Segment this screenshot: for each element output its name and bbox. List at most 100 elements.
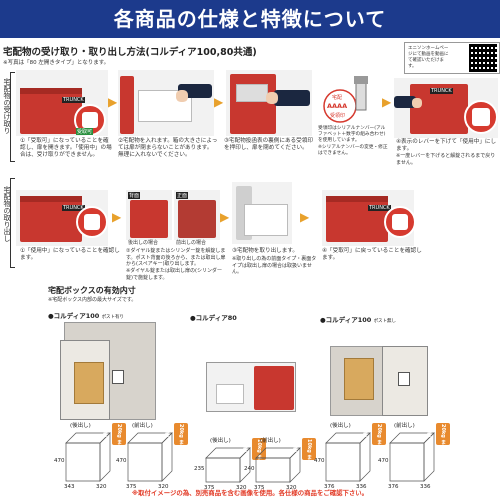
stamp-label: 宅配 [332,95,343,101]
dimension-cube-icon [389,432,435,482]
weight-limit-badge: 20kg まで [102,423,126,445]
dimension-cube-icon [127,432,173,482]
mailbox-open-door [230,74,276,134]
hand-icon [266,92,278,104]
dim-height: 240 [244,466,255,472]
mailbox-red [120,76,134,134]
front-caption: 前出しの場合 [176,240,207,246]
tag-back: 背面 [128,192,141,199]
receive-step1-image: TRUNCK 受取可 [16,70,108,136]
receive-step3-caption: ③宅配物投函表の裏側にある受領印を押印し、扉を閉めてください。 [224,138,313,151]
model-label-1: ●コルディア100 ポスト有り [48,312,125,320]
dim-caption: (後出し) [330,423,351,429]
dim-caption: (後出し) [70,423,91,429]
arrow-icon: ▶ [300,210,310,224]
dim-width: 343 [64,484,75,490]
arrow-icon: ▶ [214,95,224,109]
weight-limit-badge: 20kg まで [164,423,188,445]
stamp-image: 宅配 AAAA 受領印 [318,74,378,128]
model-label-3: ●コルディア100 ポスト無し [320,316,397,324]
arrow-icon: ▶ [108,95,118,109]
receive-step3-image [226,70,312,136]
receive-serial-note: 受領印はシリアルナンバー(アルファベット＋数字の組み合わせ)を使用しています。 [318,126,386,143]
dim-depth: 320 [236,485,247,491]
status-badge-icon [464,100,498,134]
arrow-icon: ▶ [220,210,230,224]
dim-caption: (前出し) [132,423,153,429]
status-badge-icon [76,206,108,238]
mailbox-lid [326,196,388,202]
status-badge: 受取可 [76,128,94,135]
dimension-cube-icon [65,432,111,482]
section-title-usage: 宅配物の受け取り・取り出し方法(コルディア100,80共通) [3,47,257,58]
mailbox-front [178,200,216,238]
retrieve-brace [10,178,15,268]
back-caption: 後出しの場合 [128,240,159,246]
dim-caption: (前出し) [394,423,415,429]
page-title: 各商品の仕様と特徴について [0,0,500,38]
receive-serial-note2: ※シリアルナンバーの変更・修正はできません。 [318,145,388,156]
retrieve-step3-note: ※取り出しの為の前面タイプ・裏面タイプは取出し扉の場合は取扱いません。 [232,256,317,275]
dim-height: 235 [194,466,205,472]
stamp-icon [323,76,368,123]
dim-width: 375 [204,485,215,491]
dim-height: 470 [116,458,127,464]
keypad-icon [398,372,410,386]
dim-height: 470 [378,458,389,464]
weight-limit-badge: 10kg まで [292,438,316,460]
cardboard-box-icon [74,362,104,404]
retrieve-step4-caption: ④「受取可」に戻っていることを確認します。 [322,248,422,261]
retrieve-step2-note: ※ダイヤル錠または取出し扉の(シリンダー錠)で施錠します。 [126,268,222,281]
retrieve-back-image: 背面 [126,190,172,240]
dim-depth: 336 [420,484,431,490]
qr-code-icon [469,44,497,72]
package-icon [244,204,288,236]
dimension-cube-icon [205,447,251,483]
model-label-2: ●コルディア80 [190,314,237,322]
mailbox-red [20,196,82,242]
dim-width: 376 [388,484,399,490]
mailbox-lid [20,88,82,94]
receive-brace [10,72,15,162]
box-section-note: ※宅配ボックス内部の最大サイズです。 [48,297,137,303]
mailbox-tag: TRUNCK [62,205,85,211]
qr-panel[interactable]: エニソンホームページにて動画を動画にて確認いただけます。 [404,42,500,74]
dim-height: 470 [54,458,65,464]
receive-label: 宅配物の受け取り [3,78,11,134]
arm-icon [394,96,416,108]
cardboard-box-icon [344,358,374,400]
retrieve-label: 宅配物の取り出し [3,186,11,242]
weight-limit-badge: 10kg まで [242,438,266,460]
receipt-form-icon [236,84,268,102]
retrieve-step3-image [232,182,292,244]
retrieve-step3-caption: ③宅配物を取り出します。 [232,248,298,254]
dim-width: 375 [254,485,265,491]
dim-depth: 320 [286,485,297,491]
dim-height: 470 [314,458,325,464]
mailbox-lid [20,196,82,202]
stamp-code: AAAA [327,102,348,110]
dim-width: 376 [324,484,335,490]
receive-step1-caption: ①「受取可」になっていることを確認し、扉を開きます。「使用中」の場合は、受け取り… [20,138,112,158]
dim-depth: 320 [96,484,107,490]
hand-icon [176,90,188,102]
status-badge-icon [384,206,414,238]
mailbox-tag: TRUNCK [62,97,85,103]
footer-note: ※取付イメージの為、別売商品を含む画像を使用。各仕様の商品をご確認下さい。 [131,489,369,497]
receive-step4-caption: ④表示のレバーを下げて「使用中」にします。 [396,139,497,152]
arrow-icon: ▶ [112,210,122,224]
weight-limit-badge: 20kg まで [426,423,450,445]
mailbox-red [20,88,82,134]
dimension-cube-icon [325,432,371,482]
receive-step4-image: TRUNCK [394,78,498,138]
retrieve-step1-image: TRUNCK [16,190,108,246]
dim-width: 375 [126,484,137,490]
retrieve-step2-caption: ②ダイヤル錠またはシリンダー錠を解錠します。ポスト背面の後ろから、または取出し扉… [126,248,226,267]
product-80-door [254,366,294,410]
receive-step2-caption: ②宅配物を入れます。箱の大きさによっては扉が閉まらないことがあります。無理に入れ… [118,138,218,158]
dimension-cube-icon [255,447,301,483]
receive-step2-image [118,70,214,136]
box-section-title: 宅配ボックスの有効内寸 [48,286,136,295]
mailbox-tag: TRUNCK [368,205,391,211]
retrieve-step1-caption: ①「使用中」になっていることを確認します。 [20,248,120,261]
